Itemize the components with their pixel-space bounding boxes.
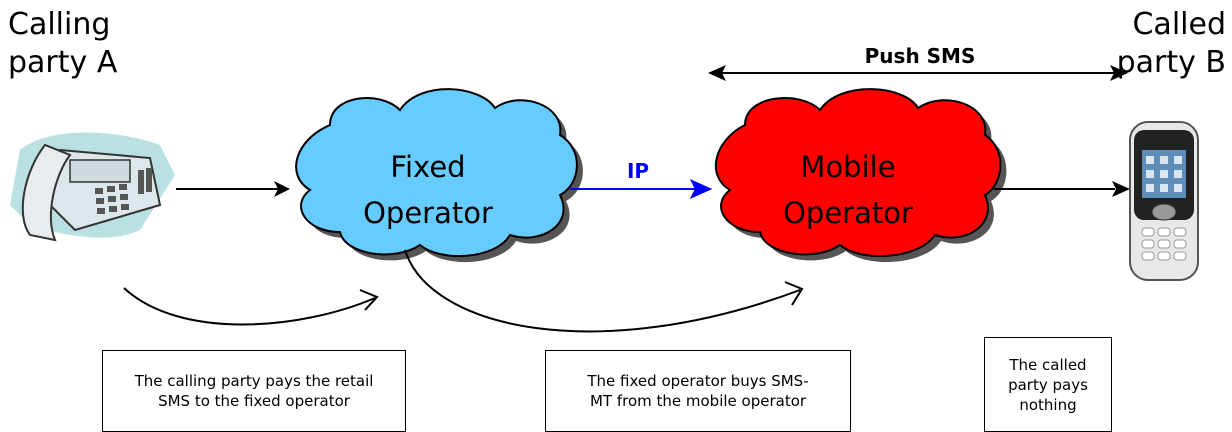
- note-fixed-line2: MT from the mobile operator: [589, 392, 807, 410]
- fixed-operator-label-line1: Fixed: [390, 150, 465, 184]
- called-party-payment-note: The called party pays nothing: [984, 337, 1112, 432]
- note-fixed-line1: The fixed operator buys SMS-: [587, 372, 809, 390]
- desk-phone-icon: [10, 132, 175, 242]
- mobile-operator-cloud: Mobile Operator: [714, 88, 1002, 258]
- sms-flow-diagram: Fixed Operator Mobile Operator: [10, 44, 1199, 333]
- calling-party-line1: Calling: [8, 7, 111, 42]
- calling-party-line2: party A: [8, 45, 118, 80]
- calling-party-payment-note: The calling party pays the retail SMS to…: [102, 350, 406, 432]
- called-party-line1: Called: [1132, 7, 1226, 42]
- called-party-line2: party B: [1116, 45, 1226, 80]
- note-calling-line1: The calling party pays the retail: [134, 372, 374, 390]
- called-party-label: Called party B: [1117, 6, 1226, 82]
- note-calling-line2: SMS to the fixed operator: [158, 392, 350, 410]
- push-sms-label: Push SMS: [865, 44, 976, 68]
- fixed-operator-cloud: Fixed Operator: [295, 88, 578, 258]
- fixed-operator-payment-note: The fixed operator buys SMS- MT from the…: [545, 350, 851, 432]
- calling-party-label: Calling party A: [8, 6, 117, 82]
- fixed-operator-label-line2: Operator: [363, 196, 493, 230]
- mobile-operator-label-line2: Operator: [783, 196, 913, 230]
- note-called-line1: The called: [1009, 355, 1087, 374]
- mobile-phone-icon: [1129, 121, 1199, 281]
- mobile-operator-label-line1: Mobile: [800, 150, 895, 184]
- payment-arrow-left: [123, 287, 376, 326]
- ip-arrow: [570, 178, 713, 200]
- note-called-line2: party pays: [1008, 375, 1088, 394]
- payment-arrow-right: [404, 249, 801, 333]
- ip-label: IP: [627, 159, 649, 183]
- note-called-line3: nothing: [1019, 395, 1077, 414]
